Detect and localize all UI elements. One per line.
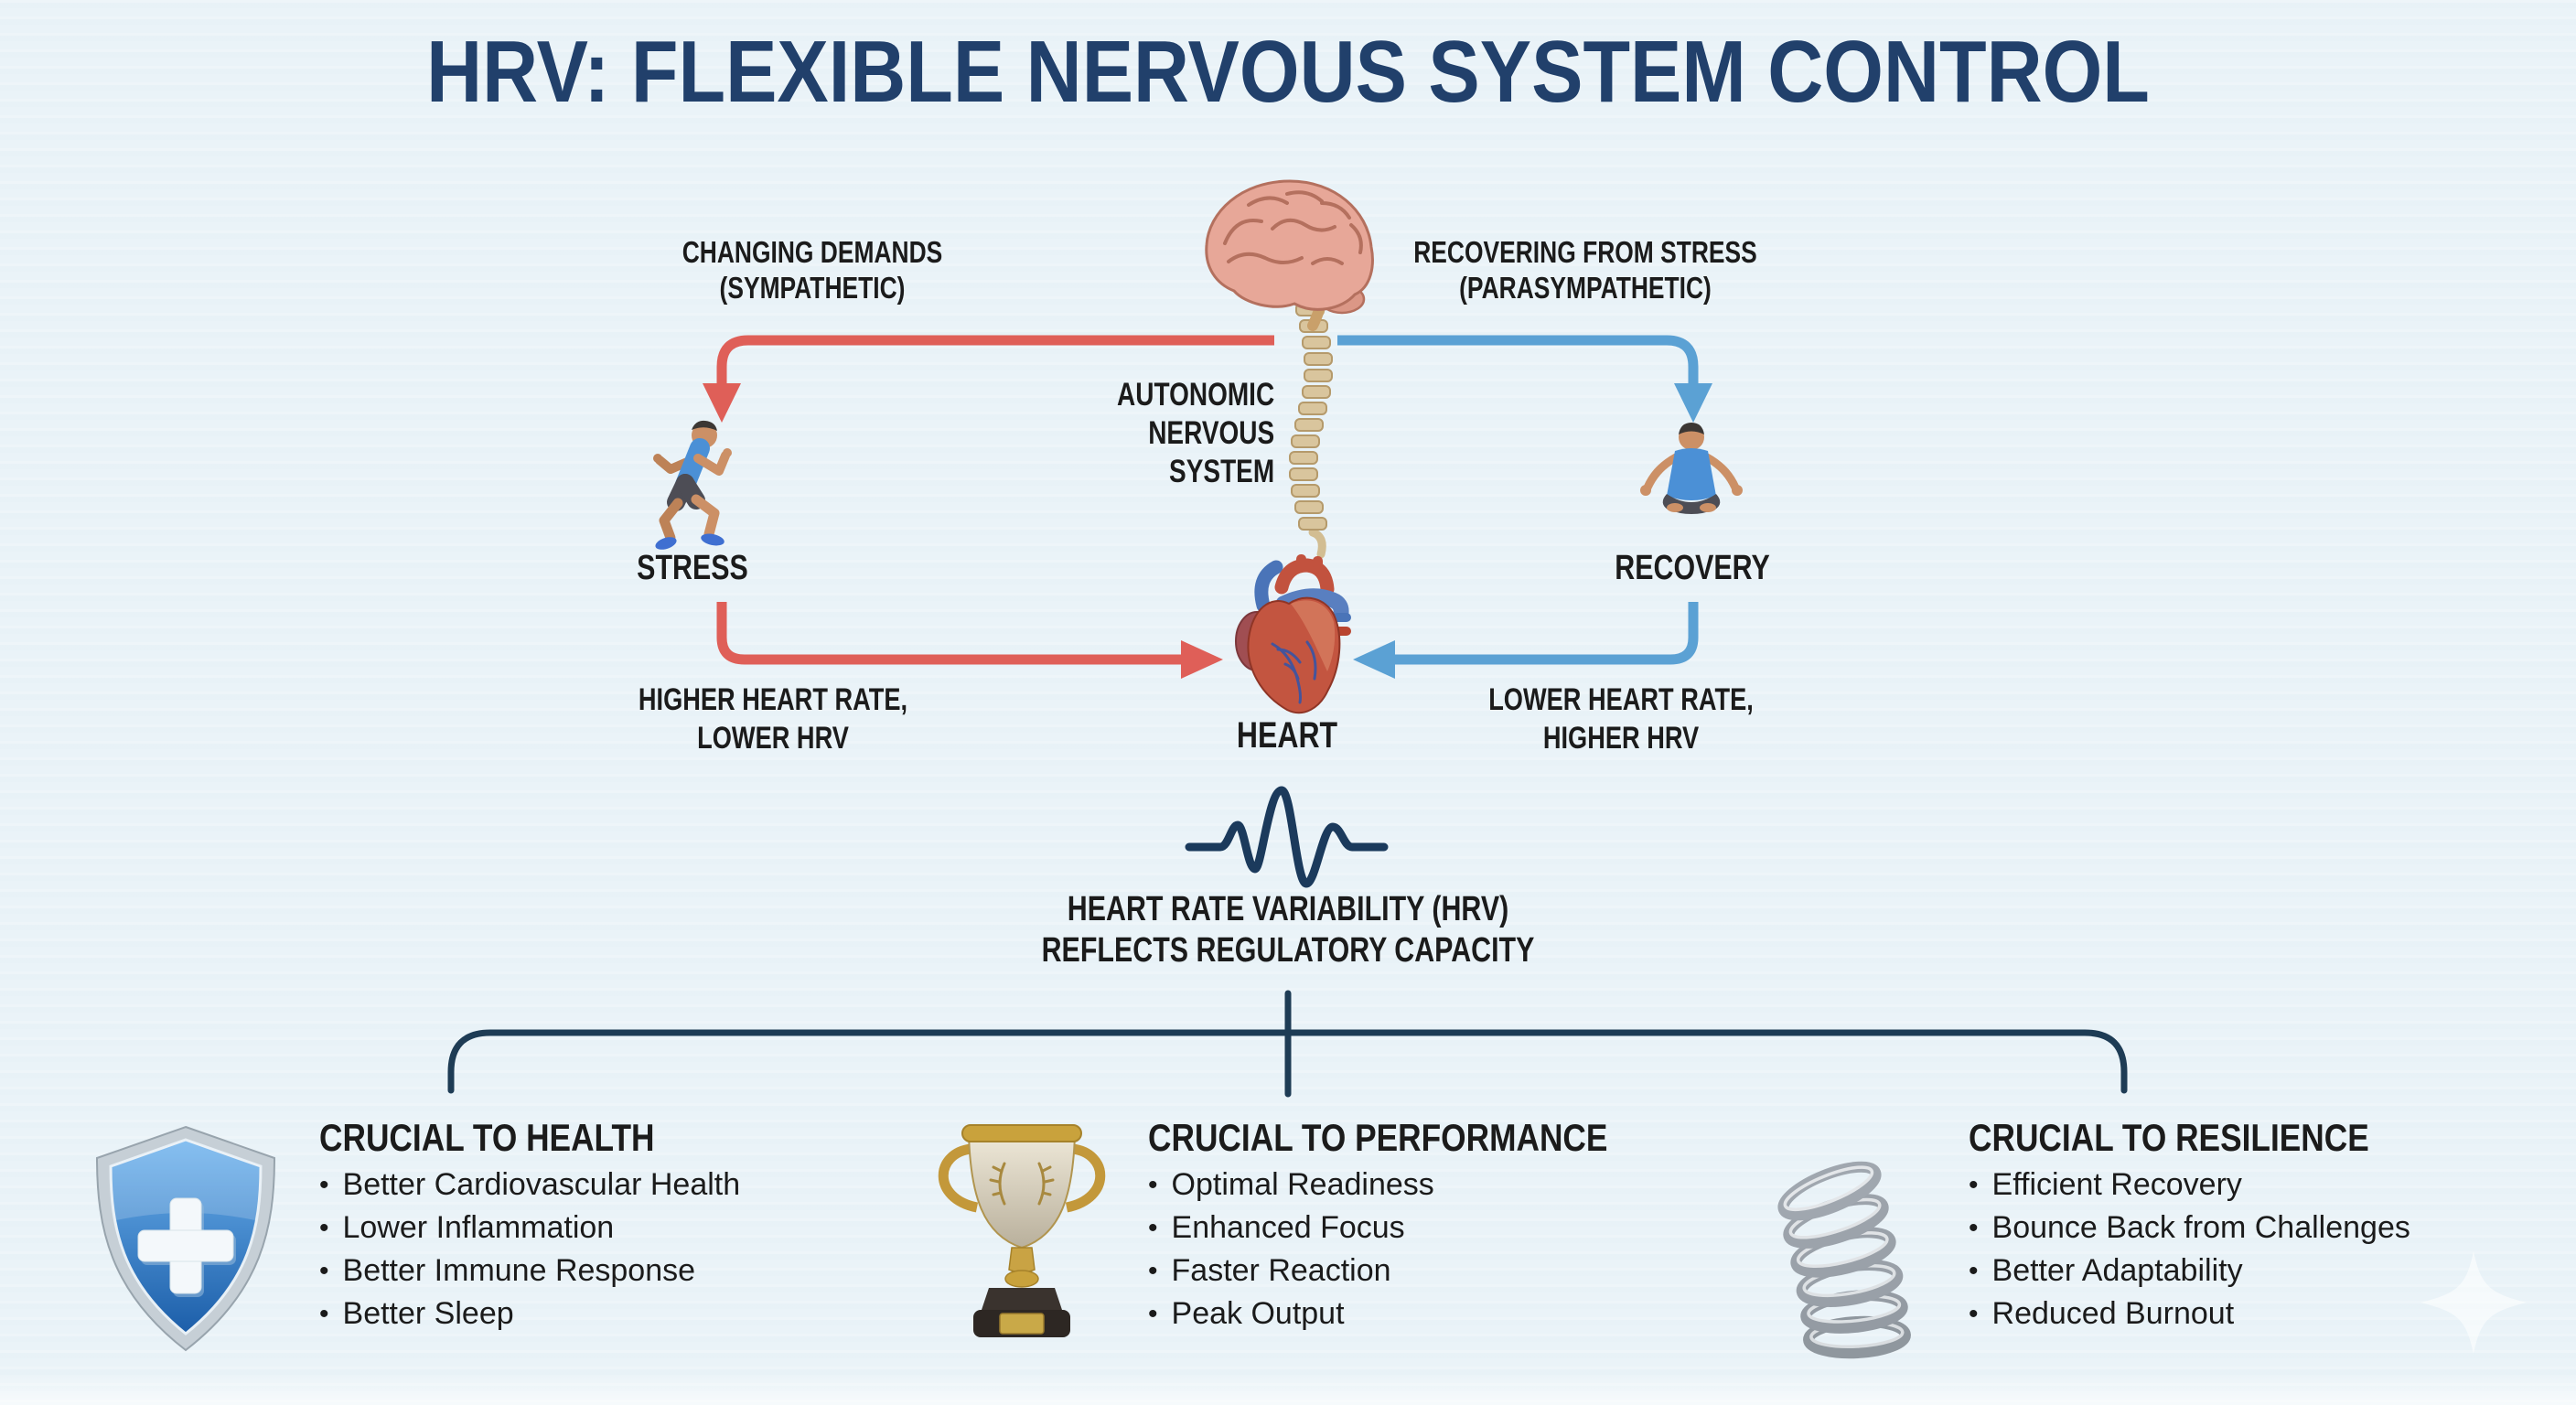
bullet-icon: • xyxy=(1148,1256,1158,1286)
list-item: •Lower Inflammation xyxy=(319,1210,615,1245)
branch-bracket xyxy=(447,990,2128,1098)
list-item: •Bounce Back from Challenges xyxy=(1969,1210,2410,1245)
list-item: •Efficient Recovery xyxy=(1969,1167,2242,1202)
trophy-icon xyxy=(938,1124,1106,1337)
heart-label: HEART xyxy=(1236,715,1338,756)
bullet-icon: • xyxy=(319,1256,329,1286)
page-title: HRV: FLEXIBLE NERVOUS SYSTEM CONTROL xyxy=(426,23,2150,121)
list-item: •Reduced Burnout xyxy=(1969,1296,2235,1331)
heart-icon xyxy=(1235,554,1351,714)
meditator-icon xyxy=(1640,423,1743,514)
performance-benefits-list: •Optimal Readiness •Enhanced Focus •Fast… xyxy=(1148,1169,1434,1341)
recovery-label: RECOVERY xyxy=(1615,549,1770,587)
shield-cross-icon xyxy=(95,1125,276,1352)
resilience-column-title: CRUCIAL TO RESILIENCE xyxy=(1969,1116,2369,1159)
hrv-waveform-icon xyxy=(1185,786,1389,888)
bullet-icon: • xyxy=(319,1213,329,1243)
parasympathetic-label-line1: RECOVERING FROM STRESS xyxy=(1413,235,1757,269)
bullet-icon: • xyxy=(1148,1213,1158,1243)
brain-spine-icon xyxy=(1205,179,1374,559)
bullet-icon: • xyxy=(319,1170,329,1200)
runner-icon xyxy=(653,420,732,550)
resilience-benefits-list: •Efficient Recovery •Bounce Back from Ch… xyxy=(1969,1169,2410,1341)
list-item: •Optimal Readiness xyxy=(1148,1167,1434,1202)
recovery-effect-label: LOWER HEART RATE, HIGHER HRV xyxy=(1488,682,1754,756)
stress-to-heart-arrow xyxy=(716,602,1223,679)
list-item: •Better Sleep xyxy=(319,1296,514,1331)
sympathetic-arrow xyxy=(703,335,1274,423)
list-item: •Better Cardiovascular Health xyxy=(319,1167,741,1202)
health-column-title: CRUCIAL TO HEALTH xyxy=(319,1116,655,1159)
bullet-icon: • xyxy=(319,1299,329,1329)
sparkle-decoration xyxy=(2420,1251,2527,1354)
bullet-icon: • xyxy=(1148,1299,1158,1329)
bullet-icon: • xyxy=(1148,1170,1158,1200)
spine-icon xyxy=(1289,303,1333,559)
sympathetic-label-line1: CHANGING DEMANDS xyxy=(682,235,943,269)
bullet-icon: • xyxy=(1969,1299,1979,1329)
performance-column-title: CRUCIAL TO PERFORMANCE xyxy=(1148,1116,1608,1159)
list-item: •Better Immune Response xyxy=(319,1253,696,1288)
health-benefits-list: •Better Cardiovascular Health •Lower Inf… xyxy=(319,1169,740,1341)
list-item: •Peak Output xyxy=(1148,1296,1345,1331)
parasympathetic-label: RECOVERING FROM STRESS (PARASYMPATHETIC) xyxy=(1413,234,1757,306)
recovery-to-heart-arrow xyxy=(1353,602,1699,679)
sympathetic-label-line2: (SYMPATHETIC) xyxy=(719,271,906,305)
stress-effect-label: HIGHER HEART RATE, LOWER HRV xyxy=(638,682,908,756)
list-item: •Enhanced Focus xyxy=(1148,1210,1405,1245)
list-item: •Better Adaptability xyxy=(1969,1253,2243,1288)
spring-icon xyxy=(1777,1161,1911,1359)
stress-label: STRESS xyxy=(637,549,748,587)
sympathetic-label: CHANGING DEMANDS (SYMPATHETIC) xyxy=(682,234,943,306)
bullet-icon: • xyxy=(1969,1256,1979,1286)
bullet-icon: • xyxy=(1969,1170,1979,1200)
autonomic-nervous-system-label: AUTONOMIC NERVOUS SYSTEM xyxy=(1116,377,1274,489)
parasympathetic-arrow xyxy=(1337,335,1712,423)
brain-icon xyxy=(1205,179,1374,331)
list-item: •Faster Reaction xyxy=(1148,1253,1391,1288)
bullet-icon: • xyxy=(1969,1213,1979,1243)
parasympathetic-label-line2: (PARASYMPATHETIC) xyxy=(1459,271,1712,305)
hrv-caption: HEART RATE VARIABILITY (HRV) REFLECTS RE… xyxy=(1041,890,1535,970)
